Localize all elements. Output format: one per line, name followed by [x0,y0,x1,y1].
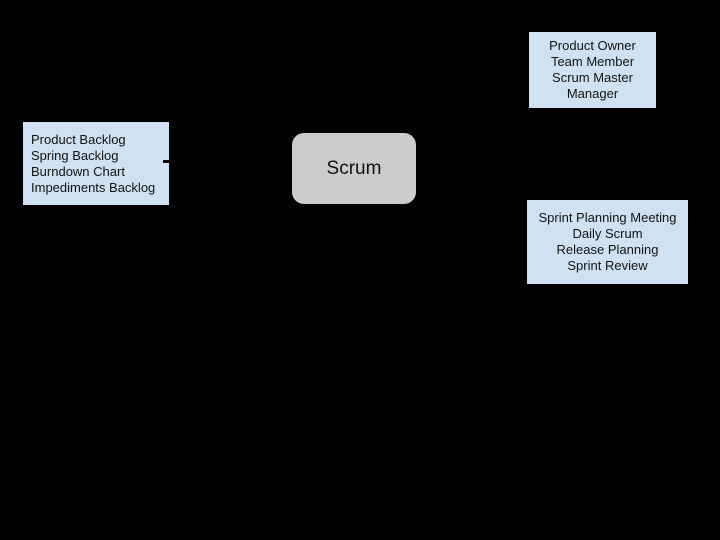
ceremonies-text-line: Daily Scrum [572,226,643,241]
artifacts-text-line: Burndown Chart [31,163,125,179]
ceremonies-text-line: Sprint Review [567,258,648,273]
ceremonies-text-line: Release Planning [556,242,659,257]
roles-text-line: Product Owner [549,38,636,53]
ceremonies-node: Sprint Planning Meeting Daily Scrum Rele… [527,200,688,284]
ceremonies-text-line: Sprint Planning Meeting [538,210,677,225]
roles-text-line: Scrum Master [552,70,633,85]
roles-text-line: Team Member [550,54,635,69]
roles-node: Product Owner Team Member Scrum Master M… [529,32,656,108]
scrum-center-label: Scrum [326,157,382,179]
artifacts-text-line: Product Backlog [31,131,126,147]
roles-text-line: Manager [566,86,619,101]
artifacts-node: Product Backlog Spring Backlog Burndown … [23,122,169,205]
artifacts-text-line: Spring Backlog [31,147,119,163]
connector-stub [163,160,169,163]
artifacts-text-line: Impediments Backlog [31,179,156,195]
scrum-center-node: Scrum [292,133,416,204]
